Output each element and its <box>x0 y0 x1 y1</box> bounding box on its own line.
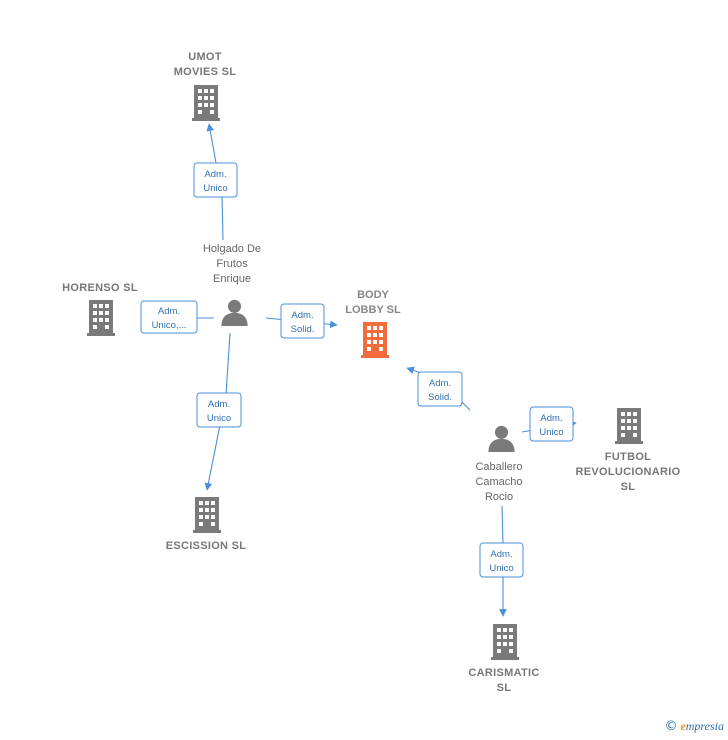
role-text: Unico,... <box>152 320 187 331</box>
node-label: SL <box>621 481 636 493</box>
role-box[interactable] <box>196 392 242 428</box>
role-text: Adm. <box>490 549 512 560</box>
role-text: Adm. <box>540 413 562 424</box>
person-icon <box>488 425 515 452</box>
role-text: Adm. <box>204 169 226 180</box>
role-text: Unico <box>207 413 231 424</box>
role-text: Adm. <box>291 310 313 321</box>
node-holgado[interactable]: Holgado De Frutos Enrique <box>203 243 261 326</box>
node-label: LOBBY SL <box>345 304 401 316</box>
node-label: Caballero <box>475 461 522 473</box>
building-icon <box>192 85 220 121</box>
role-text: Unico <box>539 427 563 438</box>
node-label: ESCISSION SL <box>166 540 247 552</box>
role-box[interactable] <box>529 406 574 442</box>
node-label: FUTBOL <box>605 451 651 463</box>
edge-holgado-escission: Adm. Unico <box>196 332 242 491</box>
role-text: Solid. <box>428 392 452 403</box>
building-icon <box>491 624 519 660</box>
node-carismatic[interactable]: CARISMATIC SL <box>468 624 539 694</box>
person-icon <box>221 299 248 326</box>
node-escission[interactable]: ESCISSION SL <box>166 497 247 552</box>
brand-watermark: © empresia <box>664 719 724 734</box>
node-horenso[interactable]: HORENSO SL <box>62 282 138 336</box>
node-label: SL <box>497 682 512 694</box>
brand-initial: e <box>680 719 686 733</box>
role-box[interactable] <box>280 303 325 339</box>
edge-holgado-umot: Adm. Unico <box>193 123 238 241</box>
role-box[interactable] <box>479 542 524 578</box>
building-icon <box>193 497 221 533</box>
node-label: BODY <box>357 289 389 301</box>
node-label: HORENSO SL <box>62 282 138 294</box>
edge-caballero-futbol: Adm. Unico <box>521 406 577 442</box>
role-text: Solid. <box>291 324 315 335</box>
node-label: CARISMATIC <box>468 667 539 679</box>
node-futbol-revolucionario[interactable]: FUTBOL REVOLUCIONARIO SL <box>575 408 680 493</box>
role-box[interactable] <box>193 162 238 198</box>
edge-caballero-carismatic: Adm. Unico <box>479 505 524 617</box>
role-text: Adm. <box>208 399 230 410</box>
edge-holgado-horenso: Adm. Unico,... <box>140 300 214 334</box>
role-text: Adm. <box>158 306 180 317</box>
building-icon <box>87 300 115 336</box>
role-text: Unico <box>489 563 513 574</box>
node-label: Holgado De <box>203 243 261 255</box>
copyright-icon: © <box>664 719 678 734</box>
node-label: Frutos <box>216 258 248 270</box>
node-label: Enrique <box>213 273 251 285</box>
building-icon <box>615 408 643 444</box>
brand-name: mpresia <box>685 719 724 733</box>
role-text: Adm. <box>429 378 451 389</box>
building-icon <box>361 322 389 358</box>
role-text: Unico <box>203 183 227 194</box>
node-label: Rocio <box>485 491 513 503</box>
node-caballero[interactable]: Caballero Camacho Rocio <box>475 425 523 503</box>
role-box[interactable] <box>417 371 463 407</box>
node-label: MOVIES SL <box>174 66 237 78</box>
node-label: REVOLUCIONARIO <box>575 466 680 478</box>
node-body-lobby[interactable]: BODY LOBBY SL <box>345 289 401 358</box>
role-box[interactable] <box>140 300 198 334</box>
node-label: UMOT <box>188 51 222 63</box>
node-umot-movies[interactable]: UMOT MOVIES SL <box>174 51 237 121</box>
node-label: Camacho <box>475 476 522 488</box>
edge-caballero-body: Adm. Solid. <box>406 366 471 411</box>
edge-holgado-body: Adm. Solid. <box>265 303 338 339</box>
